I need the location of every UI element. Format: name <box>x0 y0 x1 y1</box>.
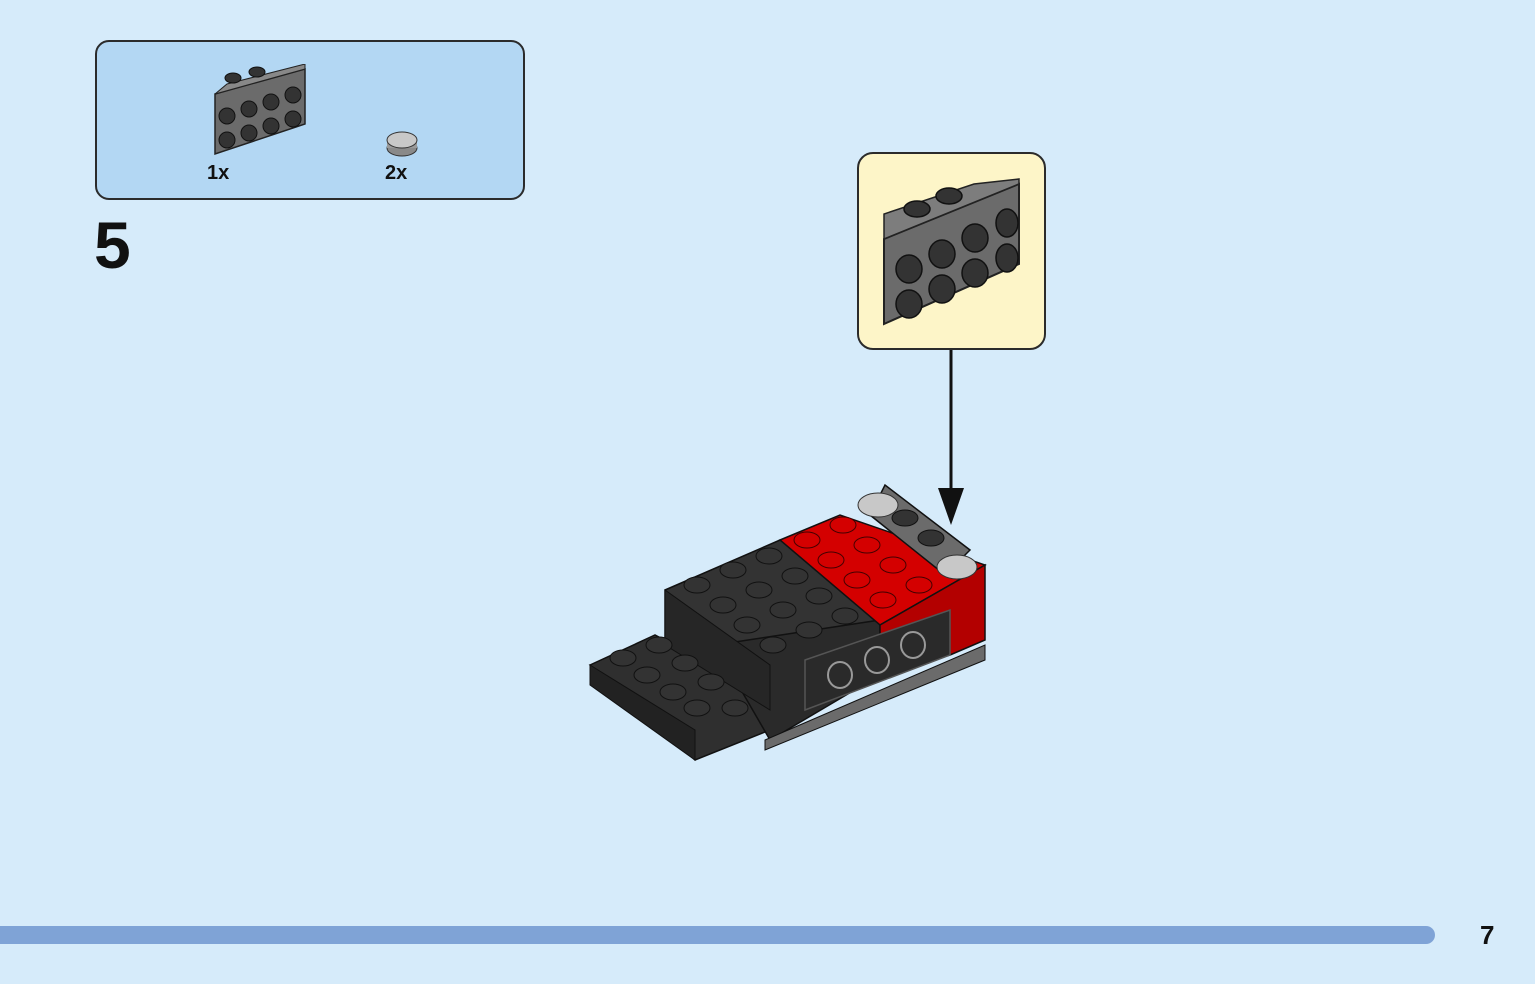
part-qty-bracket: 1x <box>207 162 230 184</box>
part-qty-round-tile: 2x <box>385 162 408 184</box>
step-number: 5 <box>94 208 131 282</box>
dark-grey-bracket-icon <box>214 64 306 156</box>
page-number: 7 <box>1480 920 1495 950</box>
dark-grey-bracket-icon <box>883 178 1020 326</box>
callout-box <box>857 152 1046 350</box>
light-grey-round-tile-icon <box>386 131 418 157</box>
progress-bar <box>0 926 1435 944</box>
car-body-assembly <box>588 483 987 761</box>
down-arrow-icon <box>938 350 964 525</box>
parts-list-box: 1x 2x <box>95 40 525 200</box>
